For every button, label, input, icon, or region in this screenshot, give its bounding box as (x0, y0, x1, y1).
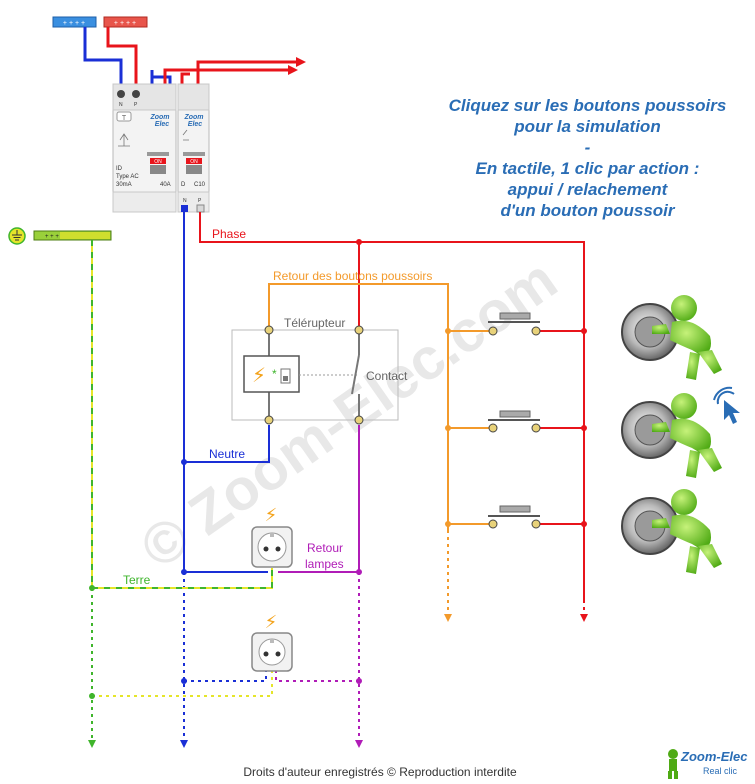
socket-outlet-icon: ⚡ (251, 612, 293, 672)
id-type-2: Type AC (116, 174, 139, 180)
c10-term-p: P (198, 198, 202, 204)
c10-rating: C10 (194, 182, 206, 188)
id-term-p: P (134, 102, 138, 108)
phase-wire (199, 212, 585, 600)
arrow-head (296, 57, 306, 67)
c10-on: ON (190, 159, 198, 165)
lightning-icon: ⚡ (252, 363, 266, 387)
supply-phase-terminal: + + + + (103, 16, 148, 28)
push-button-3[interactable] (445, 505, 587, 529)
telerupteur-label: Télérupteur (284, 316, 345, 330)
id-brand-2: Elec (155, 121, 170, 128)
instruction-line: En tactile, 1 clic par action : (475, 159, 700, 178)
dist-neutral-wire (150, 75, 172, 85)
terre-wire-stripe (91, 240, 273, 589)
instruction-line: Cliquez sur les boutons poussoirs (448, 96, 727, 115)
retour-lampes-label-2: lampes (305, 557, 344, 571)
retour-bp-wire (268, 283, 449, 530)
terre-label: Terre (123, 573, 151, 587)
logo-subtext: Real clic (703, 766, 738, 776)
supply-phase-wire (106, 27, 138, 85)
c10-brand-1: Zoom (183, 114, 203, 121)
junction (181, 678, 187, 684)
id-term-n: N (119, 102, 123, 108)
supply-neutral-terminal: + + + + (52, 16, 97, 28)
c10-term-n: N (183, 198, 187, 204)
green-man-pushing-button-icon[interactable] (621, 489, 722, 574)
arrow-head (288, 65, 298, 75)
id-type-1: ID (116, 166, 123, 172)
c10-breaker: Zoom Elec ON D C10 N P (177, 83, 210, 213)
dist-phase-wire-3 (196, 60, 296, 85)
svg-text:+ + + +: + + + + (114, 20, 136, 27)
svg-text:T: T (122, 115, 127, 122)
retour-lampes-label-1: Retour (307, 541, 343, 555)
c10-brand-2: Elec (188, 121, 203, 128)
telerupteur: Télérupteur ⚡ * Contact (231, 316, 408, 425)
id-rating: 40A (160, 182, 171, 188)
svg-text:⚡: ⚡ (265, 505, 278, 526)
socket-outlet-icon: ⚡ (251, 505, 293, 568)
supply-neutral-wire (83, 27, 123, 85)
neutre-wire (183, 212, 270, 463)
neutre-dotted-socket2 (184, 671, 267, 682)
logo-man-icon (668, 749, 678, 779)
instruction-line: pour la simulation (514, 117, 661, 136)
neutre-label: Neutre (209, 447, 245, 461)
junction (89, 693, 95, 699)
arrow-head (355, 740, 363, 748)
retour-lampes-dotted-socket2 (275, 671, 359, 682)
push-button-2[interactable] (445, 410, 587, 433)
instruction-line: - (584, 138, 591, 157)
push-button-1[interactable] (445, 312, 587, 336)
arrow-head (580, 614, 588, 622)
earth-bar: + + + (33, 230, 112, 241)
dist-phase-wire-1 (163, 68, 288, 85)
zoom-elec-logo: Zoom-Elec Real clic (663, 748, 753, 782)
phase-label: Phase (212, 227, 246, 241)
id-on: ON (154, 159, 162, 165)
arrow-head (180, 740, 188, 748)
terre-dotted-socket2 (92, 671, 273, 697)
differential-breaker: N P T Zoom Elec ON ID Type AC 30mA 40A (112, 83, 177, 213)
retour-bp-label: Retour des boutons poussoirs (273, 269, 432, 283)
svg-text:+ + + +: + + + + (63, 20, 85, 27)
instruction-line: d'un bouton poussoir (500, 201, 675, 220)
simulation-instructions: Cliquez sur les boutons poussoirs pour l… (420, 95, 755, 221)
arrow-head (444, 614, 452, 622)
arrow-head (88, 740, 96, 748)
earth-ground-icon (8, 227, 26, 245)
green-man-pushing-button-icon[interactable] (621, 295, 722, 380)
id-brand-1: Zoom (149, 114, 169, 121)
junction (356, 678, 362, 684)
svg-text:⚡: ⚡ (265, 612, 278, 633)
id-type-3: 30mA (116, 182, 132, 188)
green-man-pushing-button-icon[interactable] (621, 393, 722, 478)
svg-text:+ + +: + + + (45, 234, 59, 240)
logo-text: Zoom-Elec (681, 749, 748, 764)
contact-label: Contact (366, 369, 408, 383)
touch-cursor-icon (713, 386, 740, 424)
instruction-line: appui / relachement (507, 180, 668, 199)
dist-phase-wire-2 (180, 72, 190, 85)
svg-text:*: * (272, 367, 277, 381)
copyright-text: Droits d'auteur enregistrés © Reproducti… (243, 765, 517, 779)
c10-type: D (181, 182, 186, 188)
